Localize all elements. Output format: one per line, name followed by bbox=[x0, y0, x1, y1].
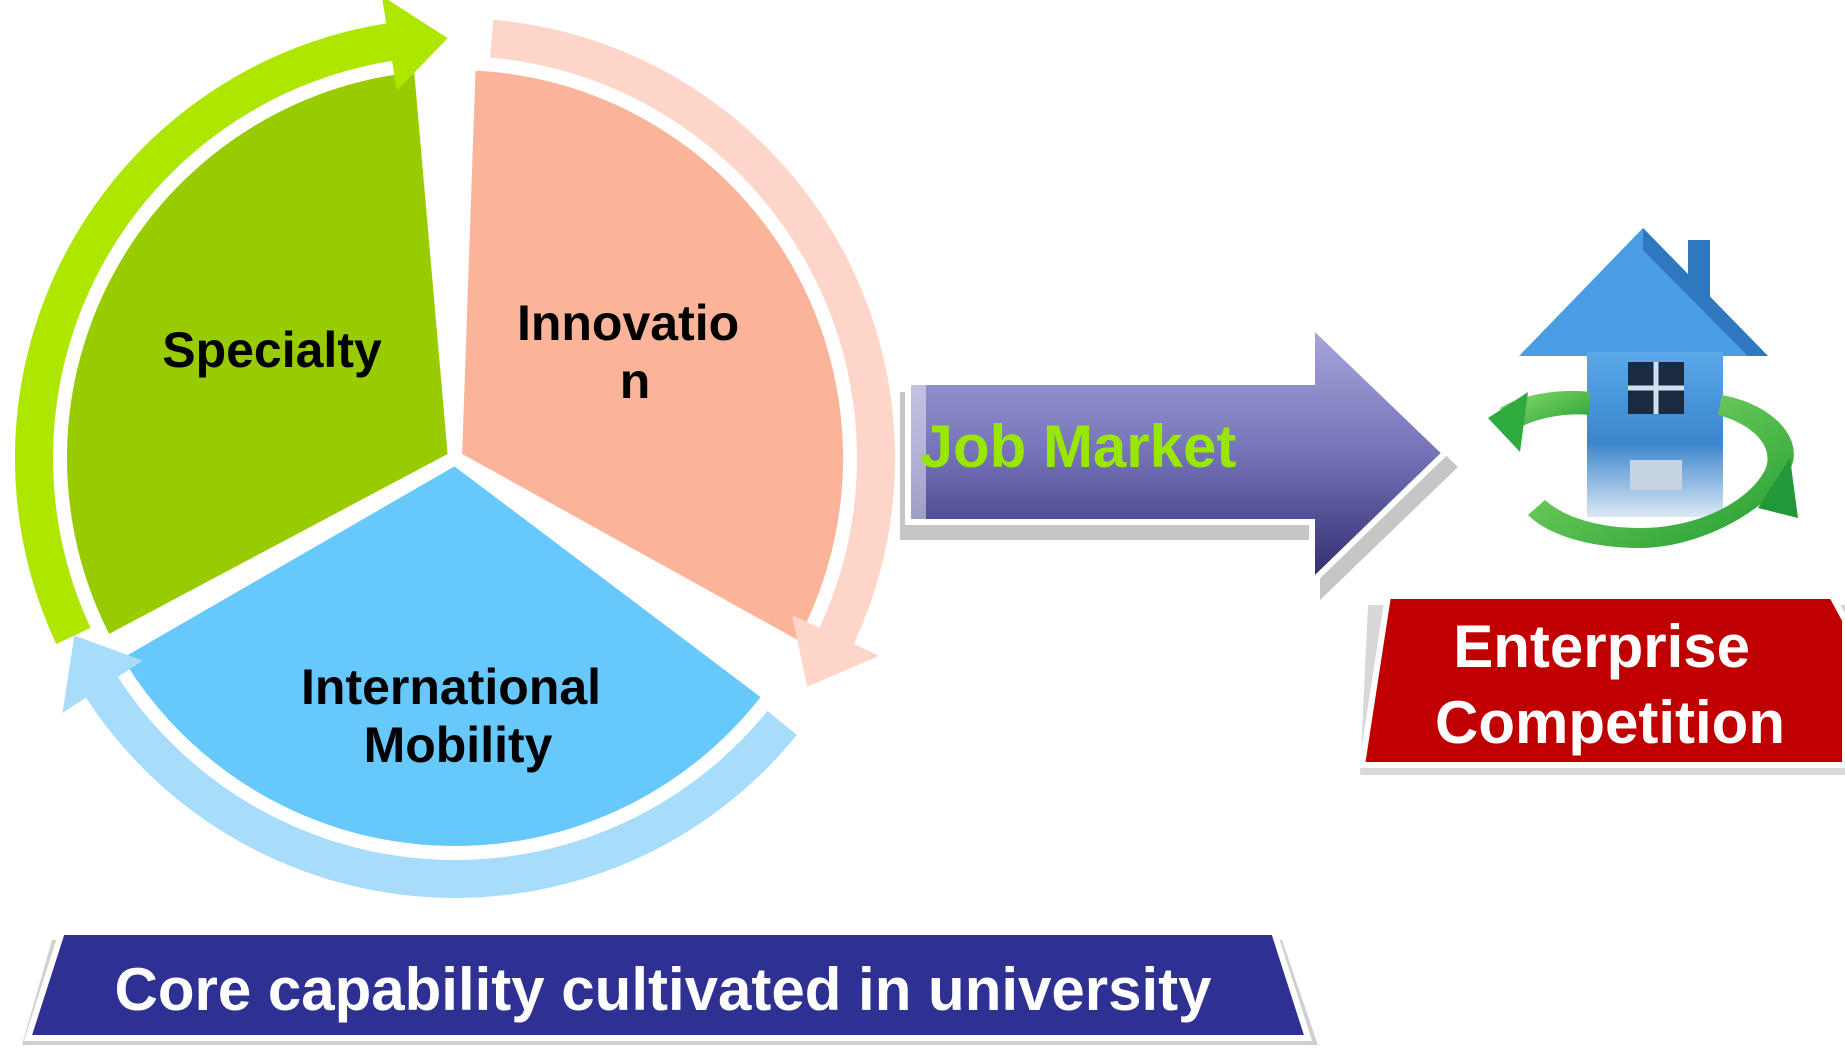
enterprise-competition-banner: Enterprise Competition bbox=[1358, 593, 1845, 775]
segment-innovation-band bbox=[489, 19, 896, 651]
job-market-arrow: Job Market bbox=[900, 317, 1458, 600]
segment-international-mobility-shape bbox=[103, 449, 781, 860]
segment-specialty: Specialty bbox=[14, 0, 463, 653]
segment-specialty-shape bbox=[52, 56, 463, 653]
segment-international-mobility: International Mobility bbox=[62, 449, 797, 898]
recycle-arrows-icon bbox=[1488, 390, 1798, 548]
job-market-label: Job Market bbox=[920, 413, 1237, 480]
segment-specialty-arrowhead bbox=[382, 0, 448, 91]
house-recycle-icon bbox=[1488, 228, 1798, 548]
segment-innovation-shape bbox=[447, 55, 858, 660]
segment-innovation: Innovatio n bbox=[447, 19, 896, 687]
segment-specialty-band bbox=[14, 22, 400, 645]
segment-specialty-label: Specialty bbox=[162, 322, 382, 378]
segment-international-mobility-band bbox=[81, 670, 797, 898]
segment-international-mobility-label: International Mobility bbox=[301, 659, 615, 773]
segment-innovation-arrowhead bbox=[792, 615, 880, 687]
core-capability-label: Core capability cultivated in university bbox=[115, 956, 1213, 1023]
cycle-diagram: Specialty Innovatio n International Mobi… bbox=[14, 0, 896, 898]
house-icon bbox=[1519, 228, 1768, 517]
core-capability-banner: Core capability cultivated in university bbox=[22, 929, 1318, 1045]
segment-innovation-label: Innovatio n bbox=[517, 295, 753, 409]
segment-international-mobility-arrowhead bbox=[62, 635, 143, 713]
enterprise-competition-label: Enterprise Competition bbox=[1435, 613, 1785, 756]
